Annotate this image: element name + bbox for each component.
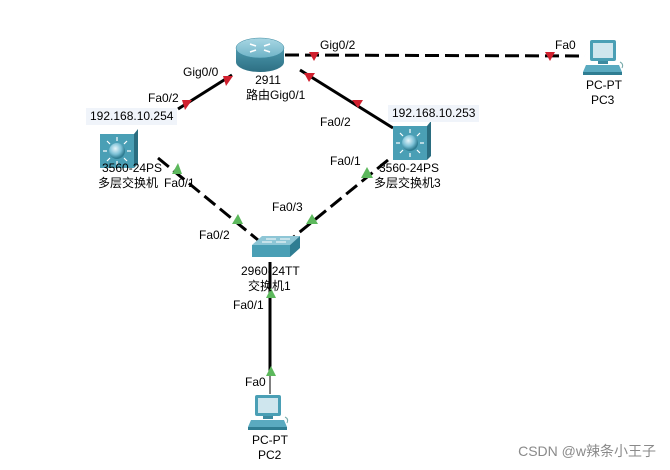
switch-icon[interactable] <box>252 236 300 257</box>
port-status-down-icon <box>352 100 363 108</box>
multilayer-switch-right-icon[interactable] <box>393 121 431 160</box>
port-label: Gig0/0 <box>183 65 219 79</box>
pc3-name-label: PC3 <box>591 93 615 107</box>
port-status-up-icon <box>266 288 276 298</box>
links <box>157 53 586 394</box>
port-label: Fa0/2 <box>199 228 230 242</box>
watermark: CSDN @w辣条小王子 <box>518 443 656 459</box>
mls-right-ip-label: 192.168.10.253 <box>388 105 480 122</box>
mls-left-model-label: 3560-24PS <box>102 161 163 175</box>
port-status-up-icon <box>172 163 182 174</box>
pc2-icon[interactable] <box>248 395 289 430</box>
port-status-up-icon <box>361 167 373 178</box>
port-label: Fa0/3 <box>272 200 303 214</box>
port-status-up-icon <box>232 214 243 224</box>
port-status-down-icon <box>223 76 233 86</box>
port-status-down-icon <box>545 52 555 61</box>
mls-right-name-label: 多层交换机3 <box>374 176 441 190</box>
port-label: Fa0/2 <box>148 91 179 105</box>
port-label: Fa0/1 <box>164 176 195 190</box>
switch1-model-label: 2960-24TT <box>241 264 300 278</box>
mls-left-ip-label: 192.168.10.254 <box>86 108 178 125</box>
router-icon[interactable] <box>235 37 285 72</box>
multilayer-switch-left-icon[interactable] <box>100 129 138 168</box>
port-label: Gig0/1 <box>270 88 306 102</box>
pc2-name-label: PC2 <box>258 448 282 462</box>
link-mls3-switch1[interactable] <box>289 158 389 242</box>
link-router-pc3[interactable] <box>284 53 586 58</box>
pc3-icon[interactable] <box>583 40 624 75</box>
port-markers <box>172 52 555 376</box>
port-label: Fa0/2 <box>320 115 351 129</box>
port-status-up-icon <box>306 214 318 224</box>
port-label: Fa0 <box>555 38 576 52</box>
port-label: Gig0/2 <box>320 38 356 52</box>
switch1-name-label: 交换机1 <box>248 279 291 293</box>
port-status-up-icon <box>266 366 276 376</box>
port-label: Fa0/1 <box>233 298 264 312</box>
pc3-model-label: PC-PT <box>586 78 622 92</box>
mls-left-name-label: 多层交换机 <box>98 176 159 190</box>
pc2-model-label: PC-PT <box>252 433 288 447</box>
mls-right-model-label: 3560-24PS <box>379 161 440 175</box>
port-status-down-icon <box>182 100 192 110</box>
port-status-down-icon <box>309 52 319 61</box>
router-name-label: 路由 <box>245 88 271 102</box>
port-label: Fa0 <box>245 375 266 389</box>
router-model-label: 2911 <box>255 73 281 87</box>
port-label: Fa0/1 <box>330 154 361 168</box>
port-status-down-icon <box>304 73 315 82</box>
link-router-mls3[interactable] <box>299 68 394 130</box>
